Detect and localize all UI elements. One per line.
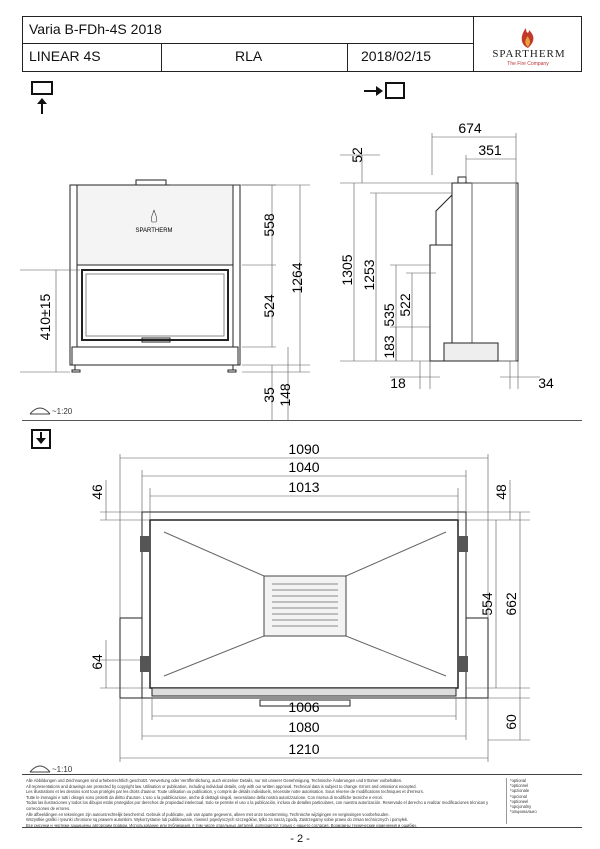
optional-legend: *optional *optionnel *opzionale *opciona… — [506, 778, 578, 824]
dim-535: 535 — [381, 303, 397, 327]
optional-label: *opcjonalny — [510, 804, 532, 810]
dim-60: 60 — [503, 714, 519, 730]
scale-label-bottom: ~1:10 — [52, 765, 73, 774]
optional-label: *опционально — [510, 809, 537, 815]
dim-1090: 1090 — [288, 441, 319, 457]
legal-line: Les illustrations et les dessins sont to… — [26, 789, 424, 795]
scale-icon — [29, 765, 51, 773]
document-title: Varia B-FDh-4S 2018 — [29, 21, 162, 37]
dim-410: 410±15 — [37, 293, 53, 340]
top-view-drawing: 1090 1040 1013 46 48 554 662 64 1006 108… — [89, 441, 530, 762]
legal-footer: Alle Abbildungen und Zeichnungen sind ur… — [22, 774, 582, 828]
dim-18: 18 — [390, 375, 406, 391]
dim-351: 351 — [478, 142, 502, 158]
logo-tagline: The Fire Company — [507, 61, 549, 67]
dim-1013: 1013 — [288, 479, 319, 495]
variant-code: RLA — [235, 48, 263, 64]
dim-35: 35 — [261, 387, 277, 403]
optional-label: *opzionale — [510, 788, 530, 794]
optional-label: *optionnel — [510, 783, 529, 789]
side-view-icon — [364, 82, 405, 99]
scale-icon — [29, 407, 51, 415]
dim-1305: 1305 — [340, 254, 355, 285]
info-row: LINEAR 4S RLA 2018/02/15 — [23, 43, 473, 71]
dim-1006: 1006 — [288, 699, 319, 715]
dim-522: 522 — [397, 293, 413, 317]
dim-674: 674 — [458, 120, 482, 136]
dim-558: 558 — [261, 213, 277, 237]
dim-1264: 1264 — [289, 262, 305, 293]
legal-line: Wszystkie grafiki i rysunki chronione są… — [26, 817, 409, 823]
legal-line: Все рисунки и чертежи защищены авторским… — [26, 822, 417, 828]
front-view-drawing: SPARTHERM 558 524 1264 410±15 35 148 — [20, 179, 310, 420]
dim-1080: 1080 — [288, 719, 319, 735]
dim-524: 524 — [261, 294, 277, 318]
title-block: Varia B-FDh-4S 2018 LINEAR 4S RLA 2018/0… — [22, 16, 582, 72]
flame-logo-icon — [521, 28, 534, 48]
divider — [347, 43, 348, 71]
dim-183: 183 — [381, 335, 397, 359]
dim-64: 64 — [89, 654, 105, 670]
logo-brand: SPARTHERM — [492, 48, 566, 60]
section-divider — [22, 420, 582, 421]
dim-662: 662 — [503, 592, 519, 616]
divider — [161, 43, 162, 71]
front-view-icon — [31, 81, 53, 114]
dim-1210: 1210 — [288, 741, 319, 757]
dim-554: 554 — [479, 592, 495, 616]
scale-label-top: ~1:20 — [52, 407, 73, 416]
legal-line: Tutte le immagini e tutti i disegni sono… — [26, 794, 384, 800]
top-view-icon — [31, 429, 51, 449]
title-row: Varia B-FDh-4S 2018 — [23, 17, 473, 44]
optional-label: *opcional — [510, 793, 527, 799]
legal-line: All representations and drawings are pro… — [26, 783, 417, 789]
legal-line: Todas las ilustraciones y todos los dibu… — [26, 800, 489, 811]
dim-52: 52 — [349, 147, 365, 163]
dim-1253: 1253 — [361, 259, 377, 290]
document-date: 2018/02/15 — [361, 48, 432, 64]
legal-line: Alle afbeeldingen en tekeningen zijn aut… — [26, 811, 390, 817]
dim-148: 148 — [277, 383, 293, 407]
optional-label: *optional — [510, 778, 526, 783]
dim-1040: 1040 — [288, 459, 319, 475]
legal-text: Alle Abbildungen und Zeichnungen sind ur… — [26, 778, 504, 828]
fireplace-plate-text: SPARTHERM — [135, 228, 172, 234]
model-name: LINEAR 4S — [29, 48, 101, 64]
spartherm-logo: SPARTHERM The Fire Company — [475, 18, 581, 70]
divider — [473, 17, 474, 71]
page-number: - 2 - — [290, 833, 310, 845]
dim-48: 48 — [493, 484, 509, 500]
optional-label: *optioneel — [510, 798, 529, 804]
dim-34: 34 — [538, 375, 554, 391]
legal-line: Alle Abbildungen und Zeichnungen sind ur… — [26, 778, 403, 783]
dim-46: 46 — [89, 484, 105, 500]
side-view-drawing: 674 351 52 1305 1253 535 522 183 18 34 — [340, 120, 554, 391]
